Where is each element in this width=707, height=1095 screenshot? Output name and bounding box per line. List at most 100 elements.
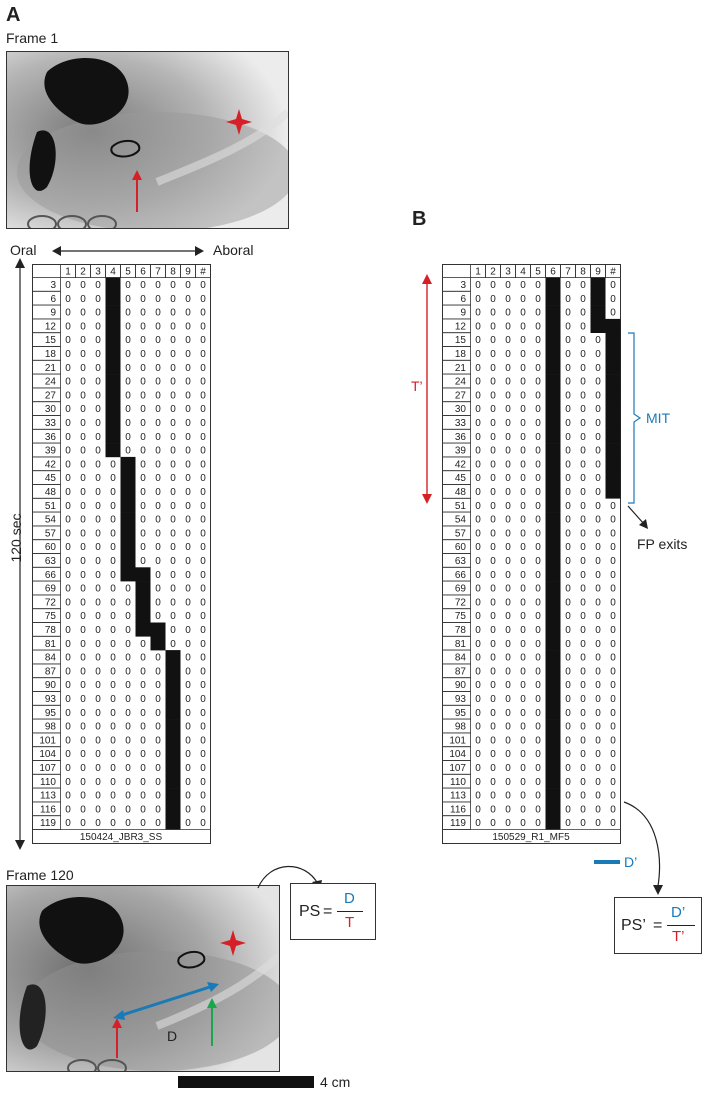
grid-a-cell-zero: 0 bbox=[80, 556, 86, 567]
grid-a-cell-zero: 0 bbox=[125, 749, 131, 760]
time-axis-arrow bbox=[15, 258, 25, 850]
grid-a-black-cell bbox=[165, 732, 181, 747]
grid-b-cell-zero: 0 bbox=[595, 556, 601, 567]
grid-b-black-cell bbox=[545, 663, 561, 678]
grid-a-row-label: 75 bbox=[45, 611, 57, 622]
grid-b-row-label: 27 bbox=[455, 390, 467, 401]
grid-b-cell-zero: 0 bbox=[535, 639, 541, 650]
grid-b-cell-zero: 0 bbox=[580, 680, 586, 691]
grid-b-cell-zero: 0 bbox=[580, 653, 586, 664]
grid-b-cell-zero: 0 bbox=[610, 556, 616, 567]
grid-a-cell-zero: 0 bbox=[80, 722, 86, 733]
grid-b-cell-zero: 0 bbox=[610, 611, 616, 622]
grid-b-cell-zero: 0 bbox=[535, 777, 541, 788]
grid-b-cell-zero: 0 bbox=[475, 749, 481, 760]
grid-b-cell-zero: 0 bbox=[565, 791, 571, 802]
grid-b-cell-zero: 0 bbox=[580, 749, 586, 760]
grid-b-row-label: 87 bbox=[455, 666, 467, 677]
grid-b-black-cell bbox=[545, 443, 561, 458]
grid-a-cell-zero: 0 bbox=[200, 818, 206, 829]
grid-b-cell-zero: 0 bbox=[505, 418, 511, 429]
grid-b-cell-zero: 0 bbox=[520, 308, 526, 319]
grid-a-cell-zero: 0 bbox=[200, 432, 206, 443]
grid-b-cell-zero: 0 bbox=[490, 570, 496, 581]
grid-b-cell-zero: 0 bbox=[595, 611, 601, 622]
grid-b-black-cell bbox=[545, 553, 561, 568]
grid-a-cell-zero: 0 bbox=[110, 459, 116, 470]
grid-b-row-label: 18 bbox=[455, 349, 467, 360]
grid-b-cell-zero: 0 bbox=[520, 321, 526, 332]
grid-b-cell-zero: 0 bbox=[475, 515, 481, 526]
grid-b-cell-zero: 0 bbox=[505, 349, 511, 360]
grid-b-cell-zero: 0 bbox=[505, 404, 511, 415]
grid-b-caption: 150529_R1_MF5 bbox=[492, 832, 570, 843]
grid-a-row-label: 36 bbox=[45, 432, 57, 443]
grid-a-cell-zero: 0 bbox=[95, 763, 101, 774]
grid-a-cell-zero: 0 bbox=[80, 653, 86, 664]
grid-a-cell-zero: 0 bbox=[125, 611, 131, 622]
grid-b-cell-zero: 0 bbox=[490, 377, 496, 388]
grid-a-cell-zero: 0 bbox=[65, 280, 71, 291]
grid-a-cell-zero: 0 bbox=[110, 666, 116, 677]
grid-b-black-cell bbox=[590, 277, 606, 292]
grid-b-cell-zero: 0 bbox=[610, 584, 616, 595]
grid-b-black-cell bbox=[545, 801, 561, 816]
grid-b-cell-zero: 0 bbox=[610, 694, 616, 705]
grid-b-cell-zero: 0 bbox=[490, 321, 496, 332]
grid-b-cell-zero: 0 bbox=[610, 515, 616, 526]
t-prime-label: T’ bbox=[411, 378, 423, 394]
grid-a-cell-zero: 0 bbox=[95, 390, 101, 401]
grid-a-cell-zero: 0 bbox=[200, 418, 206, 429]
grid-b-cell-zero: 0 bbox=[475, 708, 481, 719]
grid-a-cell-zero: 0 bbox=[110, 804, 116, 815]
grid-b-cell-zero: 0 bbox=[475, 584, 481, 595]
grid-b-cell-zero: 0 bbox=[520, 501, 526, 512]
grid-a-cell-zero: 0 bbox=[95, 791, 101, 802]
grid-a-cell-zero: 0 bbox=[155, 556, 161, 567]
grid-a-row-label: 95 bbox=[45, 708, 57, 719]
grid-b-cell-zero: 0 bbox=[535, 418, 541, 429]
grid-a-row-label: 107 bbox=[39, 763, 56, 774]
grid-a-cell-zero: 0 bbox=[185, 597, 191, 608]
grid-a-black-cell bbox=[165, 788, 181, 803]
grid-b-cell-zero: 0 bbox=[520, 804, 526, 815]
grid-a-cell-zero: 0 bbox=[140, 280, 146, 291]
grid-b-cell-zero: 0 bbox=[535, 404, 541, 415]
grid-a-cell-zero: 0 bbox=[155, 542, 161, 553]
grid-b-cell-zero: 0 bbox=[535, 432, 541, 443]
grid-a-cell-zero: 0 bbox=[80, 666, 86, 677]
grid-b-cell-zero: 0 bbox=[490, 818, 496, 829]
grid-b-col-header: 6 bbox=[550, 267, 556, 278]
grid-b-cell-zero: 0 bbox=[475, 349, 481, 360]
grid-b-col-header: 1 bbox=[475, 267, 481, 278]
grid-b-cell-zero: 0 bbox=[565, 611, 571, 622]
grid-a-cell-zero: 0 bbox=[110, 749, 116, 760]
frame1-label: Frame 1 bbox=[6, 30, 59, 46]
grid-a-cell-zero: 0 bbox=[170, 556, 176, 567]
grid-a-cell-zero: 0 bbox=[155, 487, 161, 498]
grid-a-cell-zero: 0 bbox=[155, 528, 161, 539]
grid-b-cell-zero: 0 bbox=[520, 597, 526, 608]
grid-a-cell-zero: 0 bbox=[185, 722, 191, 733]
grid-a-row-label: 6 bbox=[50, 294, 56, 305]
grid-b-black-cell bbox=[545, 318, 561, 333]
grid-a-cell-zero: 0 bbox=[200, 377, 206, 388]
grid-a-cell-zero: 0 bbox=[140, 639, 146, 650]
grid-a-cell-zero: 0 bbox=[155, 708, 161, 719]
grid-b-black-cell bbox=[545, 650, 561, 665]
grid-b-cell-zero: 0 bbox=[565, 515, 571, 526]
grid-b-cell-zero: 0 bbox=[580, 694, 586, 705]
grid-b-cell-zero: 0 bbox=[565, 294, 571, 305]
grid-b-cell-zero: 0 bbox=[520, 446, 526, 457]
grid-b-cell-zero: 0 bbox=[565, 363, 571, 374]
grid-b-row-label: 48 bbox=[455, 487, 467, 498]
grid-b-cell-zero: 0 bbox=[565, 708, 571, 719]
grid-b-cell-zero: 0 bbox=[520, 791, 526, 802]
grid-a-cell-zero: 0 bbox=[95, 666, 101, 677]
grid-b-cell-zero: 0 bbox=[520, 390, 526, 401]
grid-a-cell-zero: 0 bbox=[185, 280, 191, 291]
grid-a-cell-zero: 0 bbox=[185, 611, 191, 622]
grid-b-black-cell bbox=[545, 387, 561, 402]
grid-a-cell-zero: 0 bbox=[170, 639, 176, 650]
grid-b-cell-zero: 0 bbox=[475, 791, 481, 802]
